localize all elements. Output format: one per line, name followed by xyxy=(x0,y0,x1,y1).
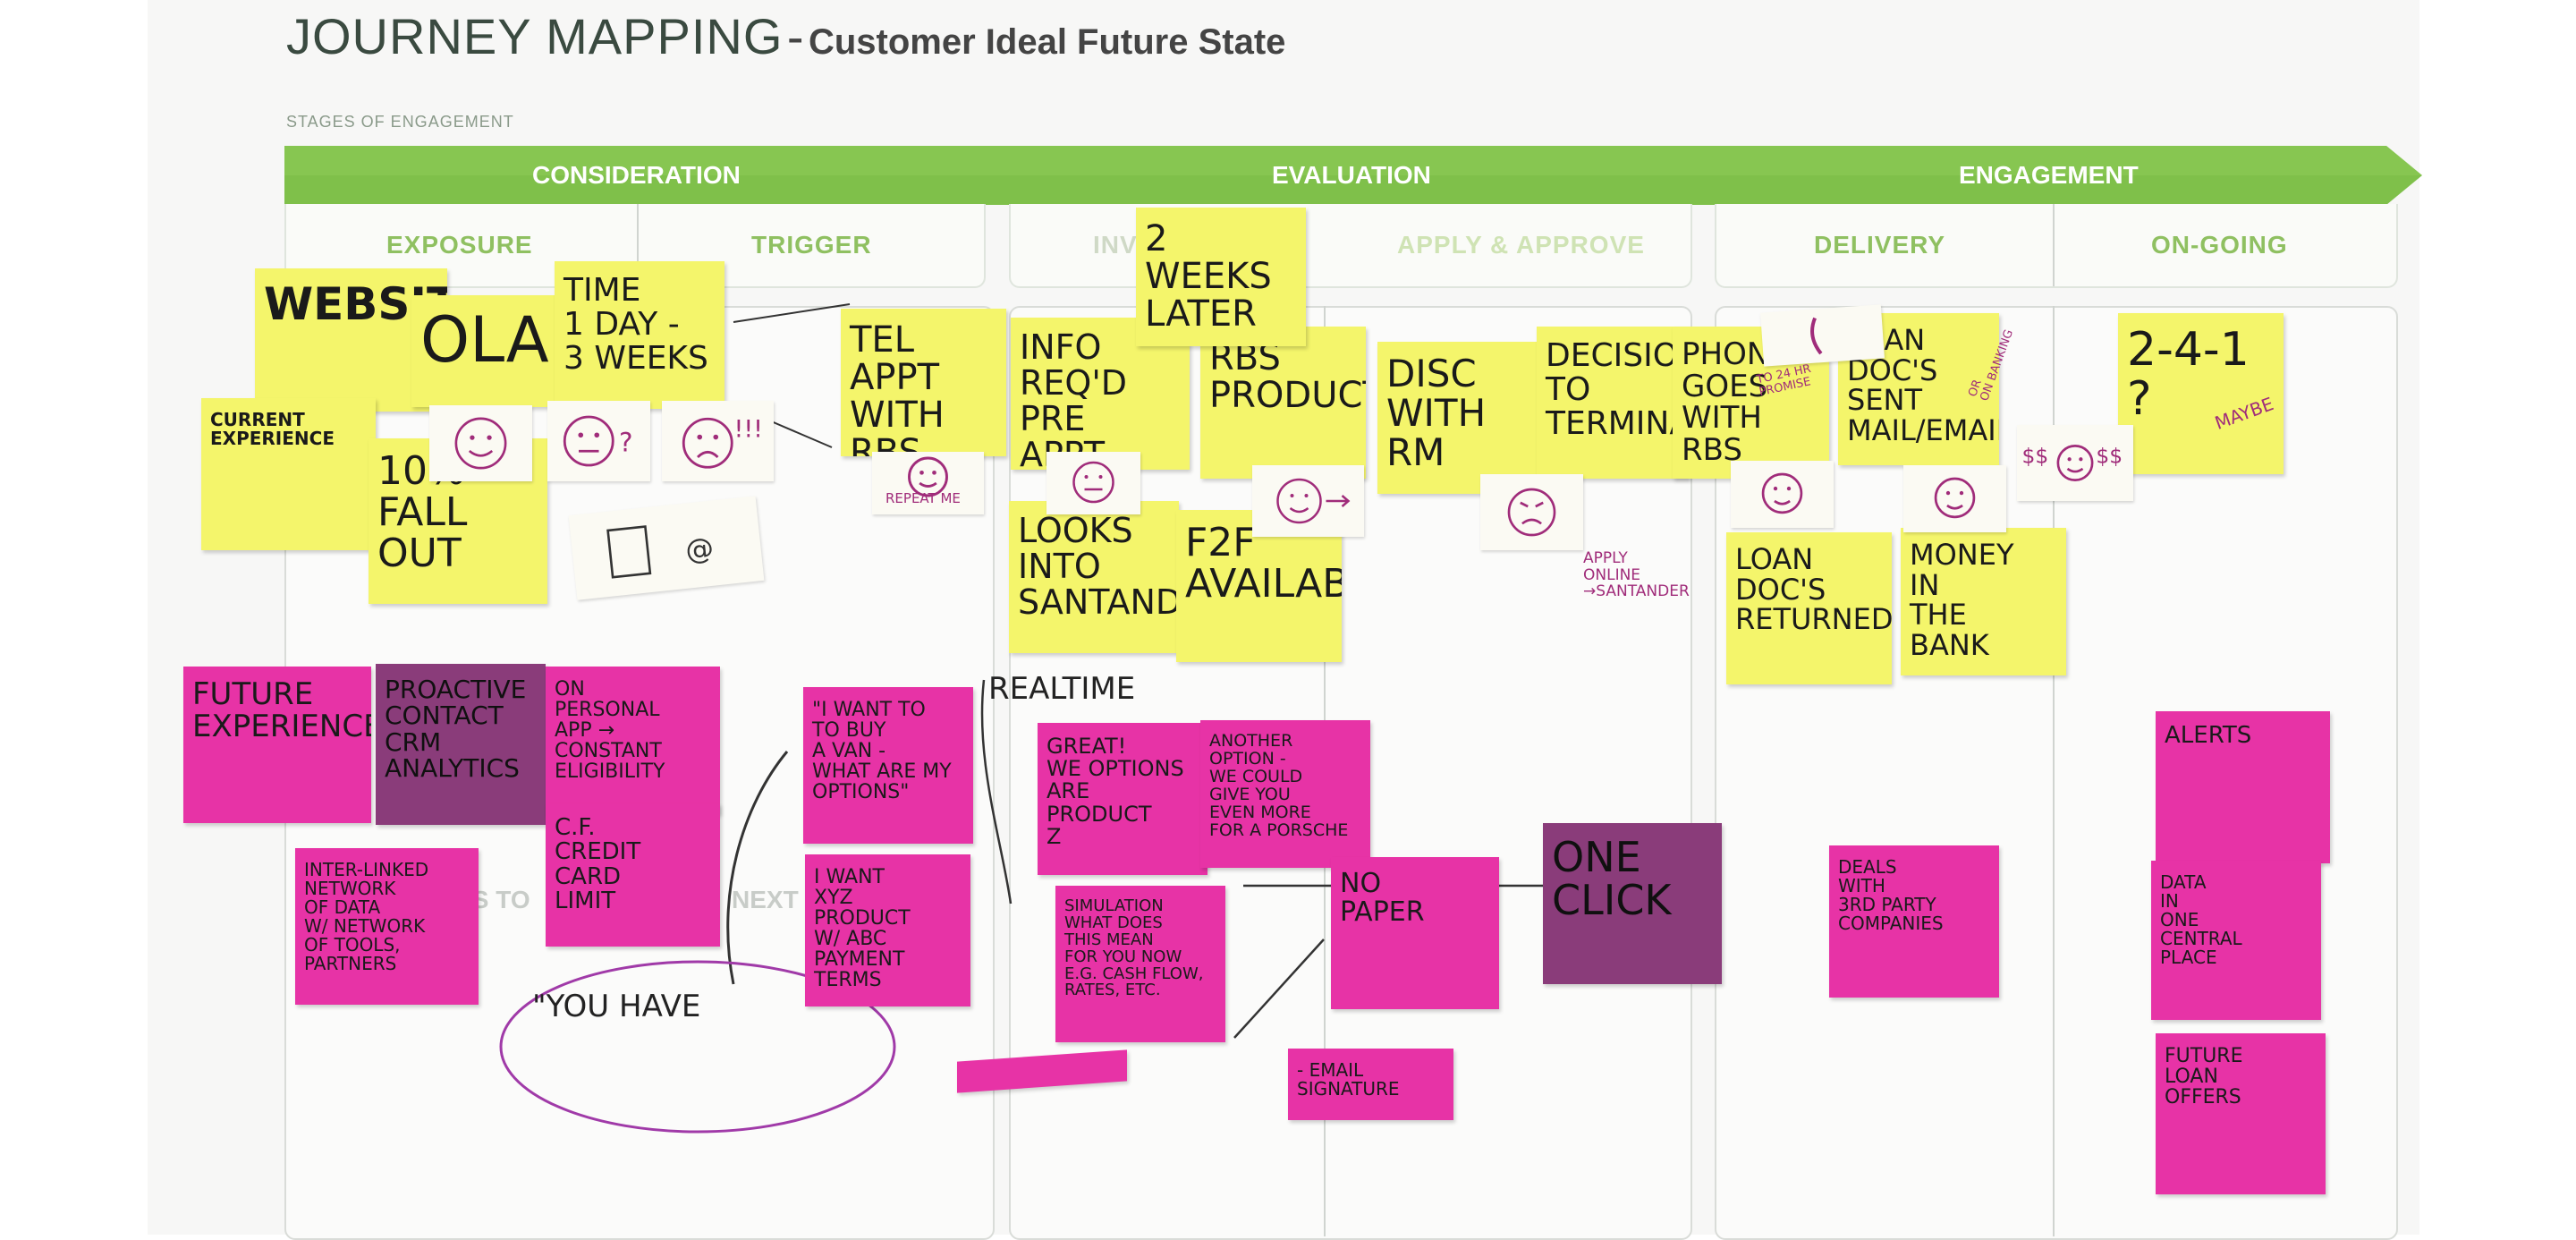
note-want-xyz: I WANT XYZ PRODUCT W/ ABC PAYMENT TERMS xyxy=(805,854,970,1006)
you-have-quote: "YOU HAVE xyxy=(532,989,701,1024)
happy-face-icon xyxy=(429,405,532,481)
note-want-van: "I WANT TO TO BUY A VAN - WHAT ARE MY OP… xyxy=(803,687,973,844)
column-divider xyxy=(2053,306,2055,1236)
note-current-experience: CURRENT EXPERIENCE xyxy=(201,398,376,550)
svg-text:@: @ xyxy=(684,532,716,567)
svg-text:?: ? xyxy=(619,427,633,457)
note-decision: DECISION TO TERMINATE xyxy=(1537,327,1689,479)
stages-label: STAGES OF ENGAGEMENT xyxy=(286,113,514,131)
substage-divider xyxy=(637,204,639,286)
title-subtitle: Customer Ideal Future State xyxy=(808,22,1286,62)
phone-icon xyxy=(1760,304,1885,367)
note-no-paper: NO PAPER xyxy=(1331,857,1499,1009)
note-rbs-product: RBS PRODUCT xyxy=(1200,327,1366,479)
substage-ongoing: ON-GOING xyxy=(2151,231,2288,259)
note-deals: DEALS WITH 3RD PARTY COMPANIES xyxy=(1829,845,1999,998)
note-time: TIME 1 DAY - 3 WEEKS xyxy=(555,261,724,409)
substage-apply-approve: APPLY & APPROVE xyxy=(1397,231,1645,259)
sad-face-icon: !!! xyxy=(662,401,774,481)
substage-delivery: DELIVERY xyxy=(1814,231,1945,259)
note-proactive: PROACTIVE CONTACT CRM ANALYTICS xyxy=(376,664,546,825)
substage-trigger: TRIGGER xyxy=(751,231,872,259)
repeat-label: REPEAT ME xyxy=(886,490,961,506)
substage-exposure: EXPOSURE xyxy=(386,231,533,259)
note-future-experience: FUTURE EXPERIENCE xyxy=(183,667,371,823)
note-looks-into: LOOKS INTO SANTANDER xyxy=(1009,501,1179,653)
note-olaf: OLAF xyxy=(411,295,564,407)
note-email-signature: - EMAIL SIGNATURE xyxy=(1288,1049,1453,1120)
note-simulation: SIMULATION WHAT DOES THIS MEAN FOR YOU N… xyxy=(1055,886,1225,1042)
note-alerts: ALERTS xyxy=(2156,711,2330,863)
substage-row-engagement xyxy=(1715,204,2398,288)
happy-face-icon xyxy=(1046,452,1140,514)
svg-text:$$: $$ xyxy=(2096,444,2123,469)
realtime-label: REALTIME xyxy=(988,671,1136,707)
happy-face-icon xyxy=(1252,465,1364,537)
faded-text-next: NEXT xyxy=(732,886,799,913)
apply-online-note: APPLY ONLINE →SANTANDER xyxy=(1583,549,1690,601)
note-disc-rm: DISC WITH RM xyxy=(1377,342,1538,494)
page-title: JOURNEY MAPPING - Customer Ideal Future … xyxy=(286,7,1285,65)
stage-consideration: CONSIDERATION xyxy=(532,161,741,189)
happy-face-icon xyxy=(872,452,984,514)
note-two-four-one: 2-4-1 ? xyxy=(2118,313,2284,474)
substage-inv: INV xyxy=(1093,231,1138,259)
note-loan-doc-returned: LOAN DOC'S RETURNED xyxy=(1726,532,1892,684)
neutral-face-icon: ? xyxy=(547,401,650,481)
note-great-options: GREAT! WE OPTIONS ARE PRODUCT Z xyxy=(1038,723,1208,875)
stage-arrow xyxy=(284,146,2422,205)
note-one-click: ONE CLICK xyxy=(1543,823,1722,984)
substage-row-evaluation xyxy=(1009,204,1692,288)
svg-text:$$: $$ xyxy=(2022,444,2049,469)
title-main: JOURNEY MAPPING xyxy=(286,8,784,64)
note-personal-app: ON PERSONAL APP → CONSTANT ELIGIBILITY xyxy=(546,667,720,814)
phone-email-icon: @ xyxy=(568,496,765,600)
note-credit-card: C.F. CREDIT CARD LIMIT xyxy=(546,803,720,947)
money-face-icon: $$ $$ xyxy=(2017,425,2133,501)
note-another-option: ANOTHER OPTION - WE COULD GIVE YOU EVEN … xyxy=(1200,720,1370,868)
note-data-one: DATA IN ONE CENTRAL PLACE xyxy=(2151,861,2321,1020)
happy-face-icon xyxy=(1731,461,1834,528)
svg-text:!!!: !!! xyxy=(734,416,763,444)
note-money-bank: MONEY IN THE BANK xyxy=(1901,528,2066,675)
stage-evaluation: EVALUATION xyxy=(1272,161,1431,189)
stage-engagement: ENGAGEMENT xyxy=(1959,161,2139,189)
substage-divider xyxy=(2053,204,2055,286)
note-future-loan: FUTURE LOAN OFFERS xyxy=(2156,1033,2326,1194)
note-tel-appt: TEL APPT WITH RBS xyxy=(841,309,1006,456)
note-inter-linked: INTER-LINKED NETWORK OF DATA W/ NETWORK … xyxy=(295,848,479,1005)
angry-face-icon xyxy=(1480,474,1583,550)
note-two-weeks: 2 WEEKS LATER xyxy=(1136,208,1306,346)
title-dash: - xyxy=(786,8,805,64)
happy-face-icon xyxy=(1903,465,2006,532)
